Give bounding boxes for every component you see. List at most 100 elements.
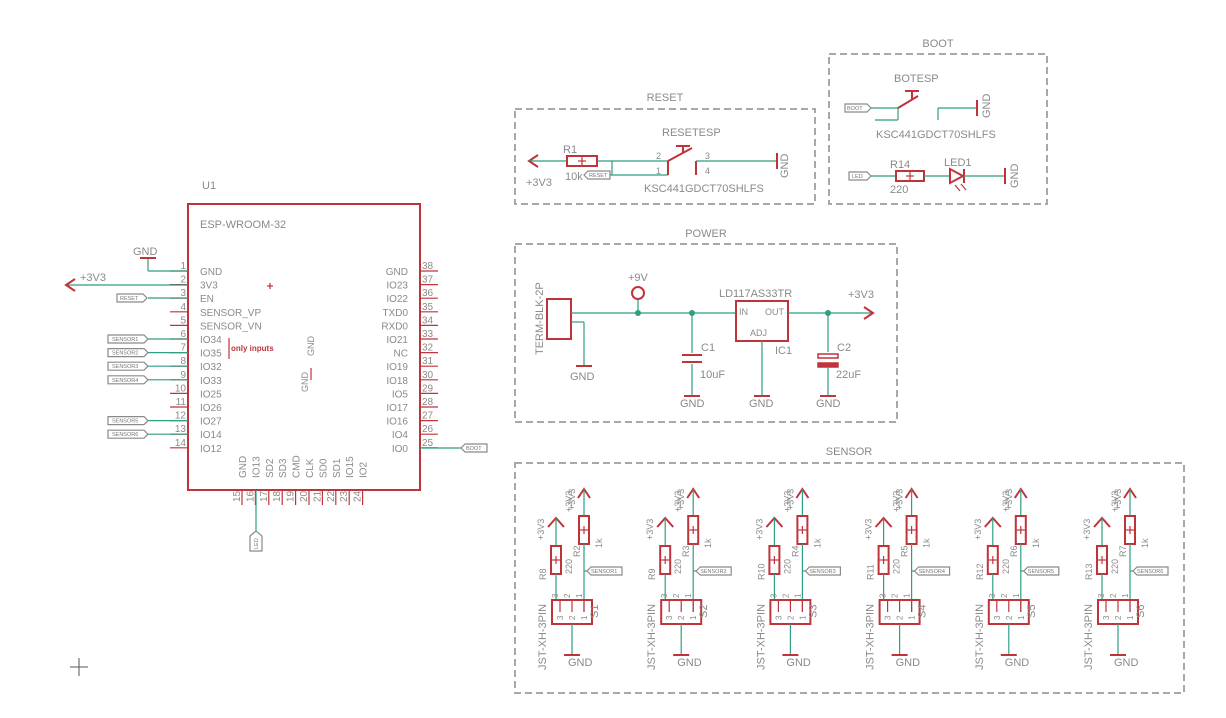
power-c1-ref: C1 — [701, 342, 715, 354]
power-connector-ref: TERM-BLK-2P — [534, 282, 546, 355]
reset-switch-pin-2: 2 — [656, 151, 661, 161]
u1-pin-number: 29 — [422, 383, 434, 394]
u1-pin-name: SD3 — [278, 458, 289, 478]
u1-bottom-pins: 15GND16IO1317SD218SD319CMD20CLK21SD022SD… — [232, 455, 370, 505]
sensor-connector-pin-number: 2 — [896, 615, 905, 620]
regulator-out-pin: OUT — [765, 307, 785, 317]
u1-pin-number: 34 — [422, 315, 434, 326]
sensor-pullup-supply-label: +3V3 — [1110, 491, 1120, 512]
reset-gnd-label: GND — [779, 154, 791, 179]
power-c1-gnd-label: GND — [680, 398, 705, 410]
power-reg-gnd-label: GND — [749, 398, 774, 410]
u1-led-net: LED — [249, 490, 263, 552]
sensor-pullup-value: 1k — [703, 538, 713, 548]
u1-pin-number: 17 — [259, 490, 270, 502]
u1-module-name: ESP-WROOM-32 — [200, 219, 286, 231]
power-c2-gnd-label: GND — [816, 398, 841, 410]
u1-pin-number: 31 — [422, 356, 434, 367]
sensor-connector-pin-number: 3 — [660, 593, 669, 598]
sensor-series-value: 220 — [673, 559, 683, 574]
sensor-connector-pin-number: 2 — [786, 615, 795, 620]
u1-pin-name: SD0 — [318, 458, 329, 478]
sensor-pullup-supply-label: +3V3 — [673, 491, 683, 512]
sensor-series-alt-supply-label: +3V3 — [1004, 489, 1014, 510]
sensor-connector-part: JST-XH-3PIN — [1083, 604, 1095, 670]
u1-left-pins: 1GND23V33EN4SENSOR_VP5SENSOR_VN6IO347IO3… — [170, 261, 262, 455]
sensor-pullup-supply-label: +3V3 — [892, 491, 902, 512]
sensor-connector-pin-number: 1 — [1017, 615, 1026, 620]
sensor-series-ref: R10 — [756, 563, 766, 580]
u1-pin-name: IO18 — [386, 376, 408, 387]
u1-pin-number: 21 — [312, 490, 323, 502]
u1-gnd-label: GND — [133, 246, 158, 258]
reset-tag-label: RESET — [589, 173, 608, 179]
sensor-net-tag-label: SENSOR1 — [591, 569, 617, 575]
u1-sensor-tag — [107, 429, 149, 439]
u1-pin-name: 3V3 — [200, 281, 218, 292]
sensor-connector-pin-number: 1 — [580, 615, 589, 620]
u1-pin-number: 37 — [422, 275, 434, 286]
u1-boot-net: BOOT — [420, 443, 488, 453]
regulator-part: LD117AS33TR — [719, 288, 792, 300]
sensor-pullup-supply-label: +3V3 — [564, 491, 574, 512]
sensor-connector-pin-number: 1 — [684, 593, 693, 598]
sensor-pullup-value: 1k — [812, 538, 822, 548]
sensor-series-ref: R12 — [975, 563, 985, 580]
u1-3v3-label: +3V3 — [80, 272, 106, 284]
u1-pin-number: 9 — [180, 370, 186, 381]
sensor-series-value: 220 — [1001, 559, 1011, 574]
u1-pin-number: 38 — [422, 261, 434, 272]
sensor-connector-pin-number: 3 — [556, 615, 565, 620]
power-3v3-label: +3V3 — [848, 289, 874, 301]
sensor-pullup-value: 1k — [1140, 538, 1150, 548]
sensor-connector-ref: S3 — [807, 605, 819, 618]
u1-pin-number: 3 — [180, 288, 186, 299]
u1-pin-name: IO16 — [386, 417, 408, 428]
sensor-connector-part: JST-XH-3PIN — [865, 604, 877, 670]
sensor-pullup-ref: R5 — [900, 545, 910, 557]
u1-sensor-tag-label: SENSOR2 — [112, 351, 138, 357]
sensor-series-alt-supply-label: +3V3 — [895, 489, 905, 510]
u1-pin-number: 22 — [326, 490, 337, 502]
sensor-series-supply-label: +3V3 — [864, 519, 874, 540]
u1-pin-number: 19 — [286, 490, 297, 502]
u1-pin-number: 15 — [232, 490, 243, 502]
u1-sensor-tag-label: SENSOR6 — [112, 432, 138, 438]
sensor-connector-ref: S4 — [917, 605, 929, 618]
power-c2-val: 22uF — [836, 369, 861, 381]
u1-pin-name: SENSOR_VP — [200, 308, 261, 319]
u1-pin-name: IO4 — [392, 430, 409, 441]
origin-cross-icon — [70, 658, 88, 676]
sensor-net-tag — [1132, 566, 1169, 576]
u1-inner-gnd-2: GND — [300, 372, 310, 393]
u1-pin-name: IO0 — [392, 444, 409, 455]
sensor-series-supply-label: +3V3 — [754, 519, 764, 540]
power-c1-val: 10uF — [700, 369, 725, 381]
sensor-connector-pin-number: 1 — [1121, 593, 1130, 598]
sensor-frame — [514, 462, 1185, 694]
sensor-connector-ref: S5 — [1026, 605, 1038, 618]
u1-pin-name: IO21 — [386, 335, 408, 346]
u1-sensor-tag-label: SENSOR1 — [112, 337, 138, 343]
sensor-series-value: 220 — [892, 559, 902, 574]
u1-pin-name: IO22 — [386, 294, 408, 305]
u1-pin-name: GND — [238, 456, 249, 478]
u1-pin-number: 8 — [180, 356, 186, 367]
u1-pin-name: EN — [200, 294, 214, 305]
reset-3v3-label: +3V3 — [526, 177, 552, 189]
sensor-connector-pin-number: 2 — [1114, 615, 1123, 620]
sensor-connector-pin-number: 2 — [781, 593, 790, 598]
sensor-series-alt-supply-label: +3V3 — [1113, 489, 1123, 510]
u1-pin-number: 25 — [422, 438, 434, 449]
sensor-gnd-label: GND — [896, 657, 921, 669]
sensor-connector-pin-number: 3 — [665, 615, 674, 620]
u1-pin-name: IO23 — [386, 281, 408, 292]
u1-pin-name: IO33 — [200, 376, 222, 387]
sensor-connector-pin-number: 2 — [1109, 593, 1118, 598]
u1-pin-name: IO19 — [386, 362, 408, 373]
u1-pin-name: IO35 — [200, 349, 222, 360]
sensor-series-ref: R9 — [647, 568, 657, 580]
